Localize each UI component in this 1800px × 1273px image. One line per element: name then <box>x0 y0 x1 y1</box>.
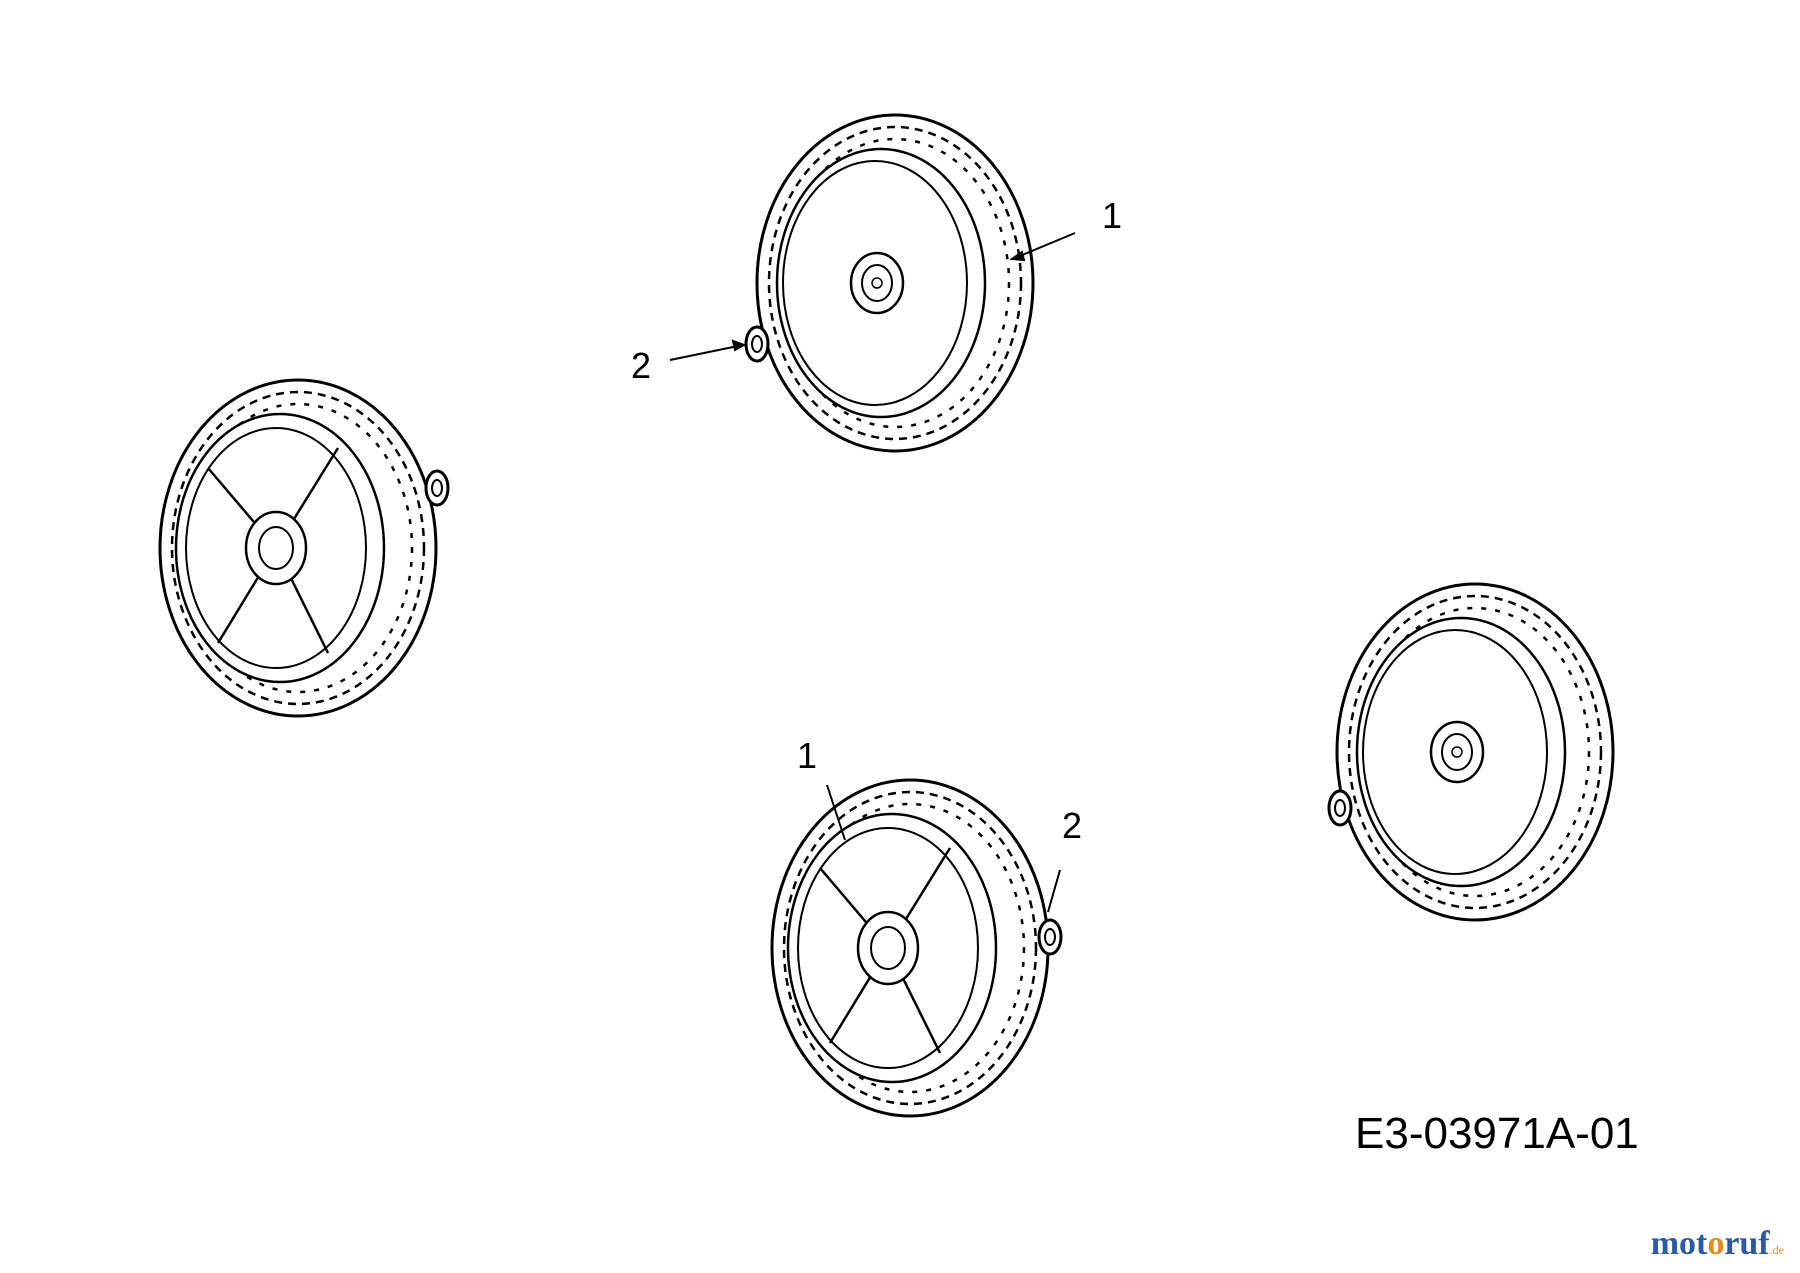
callout-top-wheel: 1 <box>1102 195 1122 236</box>
callout-bottom-wheel: 1 <box>797 735 817 776</box>
callout-bottom-washer: 2 <box>1062 805 1082 846</box>
watermark-suffix: .de <box>1769 1243 1784 1257</box>
wheel-top <box>755 113 1035 453</box>
drawing-id: E3-03971A-01 <box>1355 1109 1639 1158</box>
washer-left <box>424 469 450 507</box>
wheel-right <box>1335 582 1615 922</box>
watermark-logo: motoruf.de <box>1651 1225 1784 1263</box>
leader-lines <box>669 232 1076 913</box>
washer-right <box>1327 789 1353 827</box>
watermark-text-1: mot <box>1650 1225 1708 1262</box>
washer-bottom <box>1037 918 1063 956</box>
washer-top <box>744 325 770 363</box>
watermark-text-3: ruf <box>1724 1225 1770 1262</box>
watermark-text-2: o <box>1707 1225 1725 1262</box>
wheel-left <box>158 378 438 718</box>
wheel-bottom <box>770 778 1050 1118</box>
callout-top-washer: 2 <box>631 345 651 386</box>
